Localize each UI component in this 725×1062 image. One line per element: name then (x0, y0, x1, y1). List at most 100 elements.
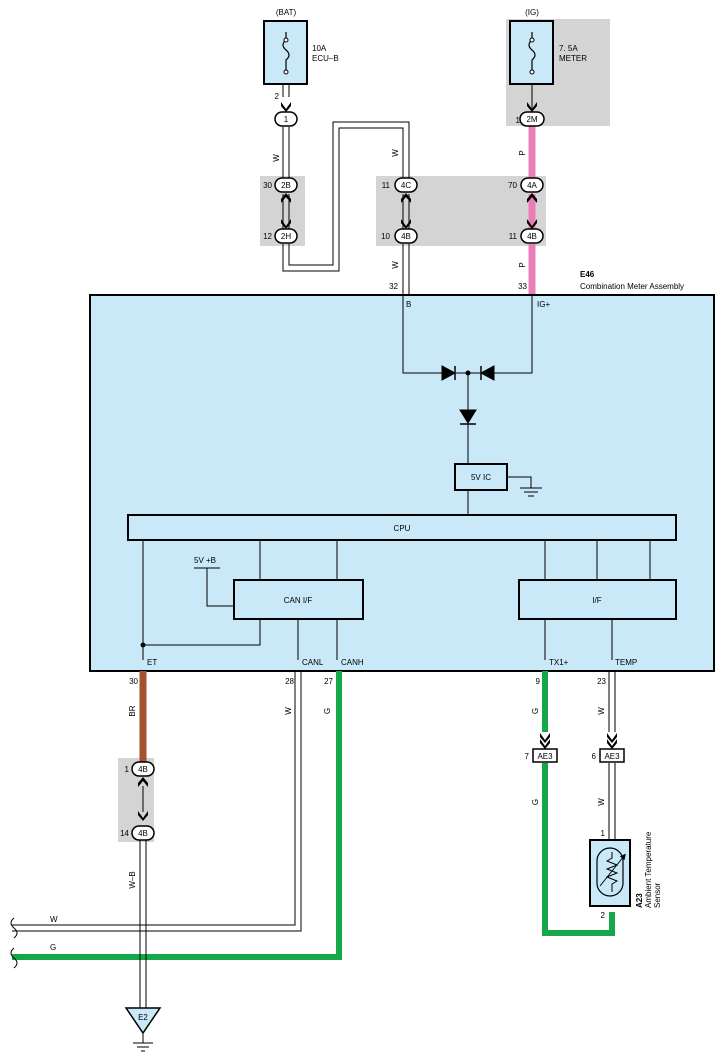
connector-pin: 70 (508, 181, 517, 190)
wire-color-label: W (391, 261, 400, 269)
can-interface-label: CAN I/F (284, 596, 313, 605)
ig-fuse-rating: 7. 5A (559, 44, 578, 53)
diode-icon (441, 365, 457, 381)
wire-wb-ground (139, 840, 147, 1008)
ic-label: 5V IC (471, 473, 491, 482)
connector-pill: 4B (131, 761, 155, 777)
connector-pin: 30 (263, 181, 272, 190)
connector-ae3: AE3 (532, 748, 558, 763)
connector-pill: 4B (520, 228, 544, 244)
pin-number: 27 (324, 677, 333, 686)
connector-pin: 11 (509, 232, 518, 241)
interface-label: I/F (592, 596, 601, 605)
connector-pin: 11 (382, 181, 391, 190)
connector-pin: 7 (525, 752, 530, 761)
ground-point-icon (124, 1007, 162, 1035)
connector-pill: 2H (274, 228, 298, 244)
wire-color-label: W (272, 154, 281, 162)
ground-icon (133, 1033, 153, 1052)
can-interface-block (233, 579, 364, 620)
wire-color-label: W (284, 707, 293, 715)
ig-source-label: (IG) (525, 8, 539, 17)
ground-label: E2 (138, 1013, 148, 1022)
wire-color-label: W (597, 707, 606, 715)
svg-text:1: 1 (284, 115, 289, 124)
meter-name: Combination Meter Assembly (580, 282, 684, 291)
connector-pill: 4B (394, 228, 418, 244)
sensor-code: A23 (635, 893, 644, 908)
wire-color-label: P (518, 262, 527, 267)
break-mark-icon (10, 947, 18, 969)
wire-color-label: P (518, 150, 527, 155)
connector-pill: 4B (131, 825, 155, 841)
svg-text:4A: 4A (527, 181, 537, 190)
ic-block (454, 463, 508, 491)
bat-source-label: (BAT) (276, 8, 297, 17)
connector-pill: 2M (519, 111, 545, 127)
wire-color-label: W (391, 149, 400, 157)
svg-text:2M: 2M (526, 115, 537, 124)
meter-pin-label-b: B (406, 300, 411, 309)
wire-color-label: G (323, 708, 332, 714)
bat-fuse-box (263, 20, 308, 85)
diode-icon (479, 365, 495, 381)
connector-pin: 1 (125, 765, 130, 774)
sensor-pin: 2 (601, 911, 606, 920)
internal-wiring (142, 295, 651, 660)
pin-label-temp: TEMP (615, 658, 637, 667)
meter-pin-label-ig: IG+ (537, 300, 550, 309)
svg-text:4C: 4C (401, 181, 411, 190)
svg-text:4B: 4B (138, 829, 148, 838)
chevron-arrows (138, 777, 148, 821)
bat-fuse-pin: 2 (275, 92, 280, 101)
ig-fuse-box (509, 20, 554, 85)
pin-number: 9 (536, 677, 541, 686)
sensor-pin: 1 (601, 829, 606, 838)
wire-g-canh (12, 671, 342, 960)
chevron-arrows (540, 733, 617, 749)
connector-pill: 4C (394, 177, 418, 193)
svg-text:2H: 2H (281, 232, 291, 241)
wire-w-canl (12, 671, 302, 932)
fuse-icon (282, 32, 290, 72)
pin-label-canl: CANL (302, 658, 324, 667)
meter-code: E46 (580, 270, 595, 279)
ig-fuse-pin: 1 (516, 116, 521, 125)
connector-pin: 6 (592, 752, 597, 761)
connector-ae3: AE3 (599, 748, 625, 763)
connector-pill: 4A (520, 177, 544, 193)
thermistor-icon (596, 847, 624, 897)
pin-number: 23 (597, 677, 606, 686)
bat-fuse-rating: 10A (312, 44, 327, 53)
fuse-icon (528, 32, 536, 72)
cpu-label: CPU (394, 524, 411, 533)
pin-number: 28 (285, 677, 294, 686)
bus-label-g: G (50, 943, 56, 952)
chevron-arrows (281, 102, 537, 229)
meter-pin-number: 32 (389, 282, 398, 291)
sensor-name: Sensor (653, 882, 662, 908)
meter-pin-number: 33 (518, 282, 527, 291)
connector-pin: 14 (120, 829, 129, 838)
connector-pill: 1 (274, 111, 298, 127)
break-mark-icon (10, 917, 18, 939)
ig-fuse-name: METER (559, 54, 587, 63)
junction-dot (465, 370, 471, 376)
pin-label-canh: CANH (341, 658, 364, 667)
wire-color-label: W–B (128, 871, 137, 888)
pin-number: 30 (129, 677, 138, 686)
bus-label-w: W (50, 915, 58, 924)
wire-w-temp (608, 671, 616, 840)
wire-color-label: G (531, 799, 540, 805)
diode-icon (459, 409, 477, 425)
connector-pin: 10 (381, 232, 390, 241)
cpu-block (127, 514, 677, 541)
wire-color-label: BR (128, 705, 137, 716)
svg-text:AE3: AE3 (604, 752, 620, 761)
wire-w-bat (282, 84, 410, 295)
connector-pin: 12 (263, 232, 272, 241)
wire-color-label: W (597, 798, 606, 806)
bat-fuse-name: ECU–B (312, 54, 339, 63)
svg-text:2B: 2B (281, 181, 291, 190)
pin-label-et: ET (147, 658, 157, 667)
